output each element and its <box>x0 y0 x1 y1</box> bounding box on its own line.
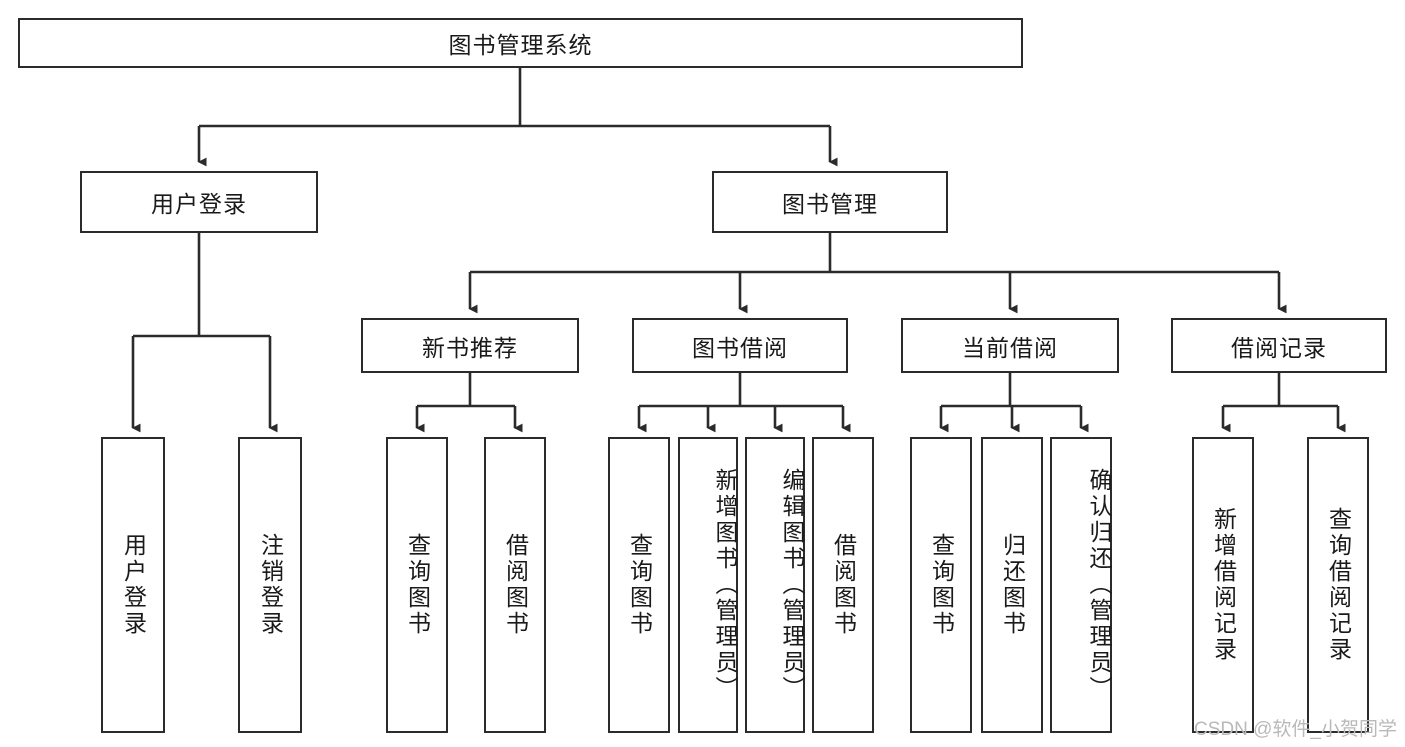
node-leaf-add-borrow-record[interactable]: 新增借阅记录 <box>1192 437 1254 733</box>
node-leaf-confirm-return-admin-label: 确认归还（管理员） <box>1086 468 1112 702</box>
node-user-login[interactable]: 用户登录 <box>80 171 318 233</box>
node-new-book-recommend[interactable]: 新书推荐 <box>361 318 579 373</box>
node-new-book-recommend-label: 新书推荐 <box>422 334 518 361</box>
node-leaf-user-login[interactable]: 用户登录 <box>101 437 165 733</box>
node-book-manage[interactable]: 图书管理 <box>712 171 948 233</box>
node-leaf-add-book-admin[interactable]: 新增图书（管理员） <box>678 437 738 733</box>
node-book-manage-label: 图书管理 <box>782 191 878 217</box>
node-leaf-borrow-book-1-label: 借阅图书 <box>502 533 529 637</box>
node-leaf-query-book-3-label: 查询图书 <box>928 533 955 637</box>
node-leaf-borrow-book-2[interactable]: 借阅图书 <box>812 437 874 733</box>
node-book-borrow[interactable]: 图书借阅 <box>632 318 848 373</box>
node-leaf-add-borrow-record-label: 新增借阅记录 <box>1210 507 1237 663</box>
node-leaf-edit-book-admin-label: 编辑图书（管理员） <box>779 468 805 702</box>
node-root[interactable]: 图书管理系统 <box>18 18 1023 68</box>
node-leaf-query-book-1[interactable]: 查询图书 <box>386 437 448 733</box>
node-leaf-edit-book-admin[interactable]: 编辑图书（管理员） <box>745 437 805 733</box>
node-leaf-confirm-return-admin[interactable]: 确认归还（管理员） <box>1050 437 1112 733</box>
node-borrow-record[interactable]: 借阅记录 <box>1171 318 1387 373</box>
node-leaf-query-book-3[interactable]: 查询图书 <box>910 437 972 733</box>
node-book-borrow-label: 图书借阅 <box>692 334 788 361</box>
node-leaf-query-book-2-label: 查询图书 <box>626 533 653 637</box>
node-leaf-add-book-admin-label: 新增图书（管理员） <box>712 468 738 702</box>
node-leaf-query-borrow-record[interactable]: 查询借阅记录 <box>1307 437 1369 733</box>
node-leaf-logout[interactable]: 注销登录 <box>238 437 302 733</box>
node-leaf-borrow-book-2-label: 借阅图书 <box>830 533 857 637</box>
node-borrow-record-label: 借阅记录 <box>1231 334 1327 361</box>
node-leaf-query-book-1-label: 查询图书 <box>404 533 431 637</box>
node-current-borrow[interactable]: 当前借阅 <box>901 318 1119 373</box>
node-user-login-label: 用户登录 <box>151 191 247 217</box>
node-leaf-logout-label: 注销登录 <box>257 533 284 637</box>
node-leaf-query-book-2[interactable]: 查询图书 <box>608 437 670 733</box>
node-leaf-return-book[interactable]: 归还图书 <box>981 437 1043 733</box>
node-leaf-query-borrow-record-label: 查询借阅记录 <box>1325 507 1352 663</box>
node-leaf-user-login-label: 用户登录 <box>120 533 147 637</box>
node-leaf-borrow-book-1[interactable]: 借阅图书 <box>484 437 546 733</box>
node-current-borrow-label: 当前借阅 <box>962 334 1058 361</box>
node-root-label: 图书管理系统 <box>448 32 593 58</box>
node-leaf-return-book-label: 归还图书 <box>999 533 1026 637</box>
